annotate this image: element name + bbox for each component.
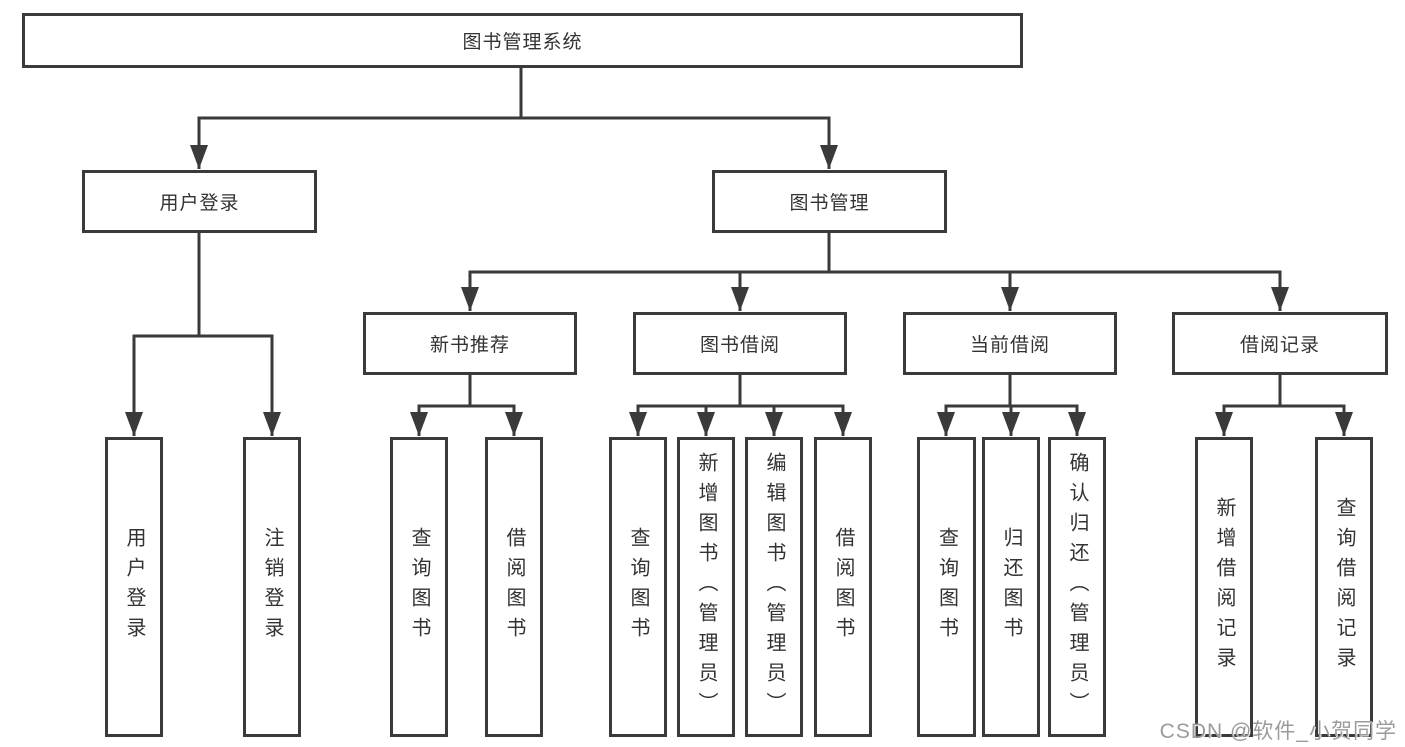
node-label: 确认归还（管理员） <box>1066 452 1088 722</box>
node-label: 新书推荐 <box>429 335 510 356</box>
node-label: 编辑图书（管理员） <box>763 452 785 722</box>
node-book-management: 图书管理 <box>712 170 947 233</box>
node-book-borrowing: 图书借阅 <box>633 312 847 375</box>
node-label: 查询借阅记录 <box>1333 497 1355 677</box>
node-label: 新增图书（管理员） <box>695 452 717 722</box>
node-label: 查询图书 <box>935 527 958 647</box>
node-label: 用户登录 <box>123 527 145 647</box>
node-user-login: 用户登录 <box>82 170 317 233</box>
leaf-edit-book-admin: 编辑图书（管理员） <box>745 437 803 737</box>
node-label: 图书管理系统 <box>462 32 583 53</box>
leaf-add-book-admin: 新增图书（管理员） <box>677 437 735 737</box>
leaf-logout: 注销登录 <box>243 437 301 737</box>
node-label: 查询图书 <box>408 527 430 647</box>
leaf-confirm-return-admin: 确认归还（管理员） <box>1048 437 1106 737</box>
leaf-borrow-books-borrowing: 借阅图书 <box>814 437 872 737</box>
node-label: 新增借阅记录 <box>1213 497 1235 677</box>
leaf-add-borrow-record: 新增借阅记录 <box>1195 437 1253 737</box>
leaf-query-books-borrowing: 查询图书 <box>609 437 667 737</box>
leaf-query-books-current: 查询图书 <box>917 437 976 737</box>
leaf-query-books-recommend: 查询图书 <box>390 437 448 737</box>
node-label: 借阅图书 <box>503 527 525 647</box>
node-label: 注销登录 <box>261 527 283 647</box>
leaf-return-books: 归还图书 <box>982 437 1040 737</box>
csdn-watermark: CSDN @软件_小贺同学 <box>1159 720 1397 743</box>
leaf-user-login: 用户登录 <box>105 437 163 737</box>
node-label: 借阅记录 <box>1239 335 1320 356</box>
leaf-borrow-books-recommend: 借阅图书 <box>485 437 543 737</box>
node-new-book-recommend: 新书推荐 <box>363 312 577 375</box>
node-system-root: 图书管理系统 <box>22 13 1023 68</box>
node-label: 借阅图书 <box>832 527 854 647</box>
node-label: 用户登录 <box>159 193 240 214</box>
node-label: 查询图书 <box>627 527 649 647</box>
node-borrowing-records: 借阅记录 <box>1172 312 1388 375</box>
leaf-query-borrow-record: 查询借阅记录 <box>1315 437 1373 737</box>
node-label: 当前借阅 <box>969 335 1050 356</box>
node-current-borrowing: 当前借阅 <box>903 312 1117 375</box>
node-label: 归还图书 <box>1000 527 1022 647</box>
node-label: 图书管理 <box>789 193 870 214</box>
node-label: 图书借阅 <box>699 335 780 356</box>
